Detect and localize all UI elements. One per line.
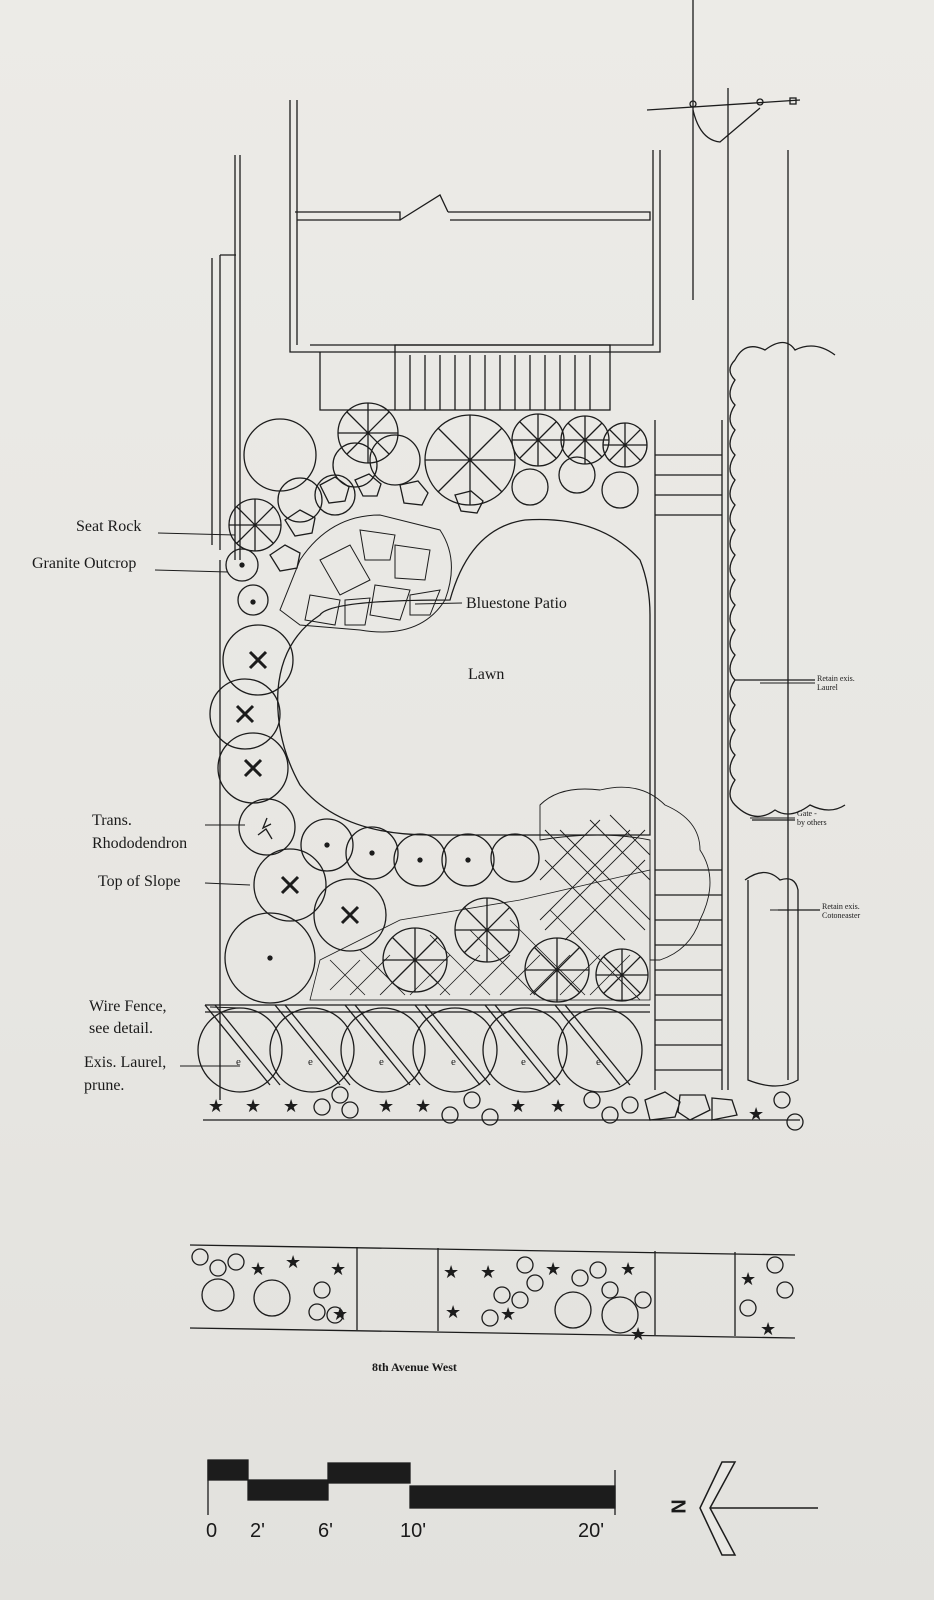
front-border-plants: ★ ★ ★ ★ ★ ★ ★ ★ bbox=[208, 1096, 764, 1125]
north-arrow bbox=[699, 1461, 818, 1556]
south-bed-shrubs bbox=[382, 897, 649, 1003]
label-lawn: Lawn bbox=[468, 666, 505, 683]
wire-fence-laurel-row bbox=[197, 1004, 650, 1093]
label-gate: Gate -by others bbox=[797, 809, 827, 827]
svg-text:★: ★ bbox=[480, 1262, 496, 1283]
west-boundary bbox=[203, 155, 800, 1121]
svg-text:★: ★ bbox=[630, 1324, 646, 1345]
north-planting bbox=[228, 402, 648, 572]
svg-text:★: ★ bbox=[443, 1262, 459, 1283]
label-leaders bbox=[154, 532, 820, 1067]
svg-text:e: e bbox=[596, 1056, 601, 1068]
svg-text:e: e bbox=[521, 1056, 526, 1068]
scale-tick-6: 6' bbox=[318, 1520, 333, 1542]
svg-text:★: ★ bbox=[545, 1259, 561, 1280]
svg-text:e: e bbox=[379, 1056, 384, 1068]
svg-text:★: ★ bbox=[748, 1104, 764, 1125]
label-exis-laurel: Exis. Laurel, bbox=[84, 1054, 167, 1071]
scale-tick-2: 2' bbox=[250, 1520, 265, 1542]
label-retain-cotoneaster: Retain exis.Cotoneaster bbox=[822, 902, 861, 920]
scale-tick-0: 0 bbox=[206, 1520, 218, 1542]
label-seat-rock: Seat Rock bbox=[76, 518, 142, 535]
street-strip-stars: ★★★ ★★★ ★★★ ★★★ ★ bbox=[250, 1252, 776, 1345]
label-prune: prune. bbox=[84, 1077, 125, 1094]
house-outline bbox=[289, 0, 801, 353]
north-letter: N bbox=[666, 1499, 689, 1514]
label-see-detail: see detail. bbox=[89, 1020, 153, 1037]
west-x-shrubs bbox=[209, 624, 387, 952]
lawn-edge-shrubs bbox=[224, 818, 540, 1004]
svg-text:★: ★ bbox=[445, 1302, 461, 1323]
fern-bed bbox=[539, 786, 711, 961]
svg-text:★: ★ bbox=[620, 1259, 636, 1280]
label-bluestone-patio: Bluestone Patio bbox=[466, 595, 567, 612]
svg-text:e: e bbox=[308, 1056, 313, 1068]
scale-tick-20: 20' bbox=[578, 1520, 605, 1542]
svg-text:★: ★ bbox=[550, 1096, 566, 1117]
svg-text:★: ★ bbox=[415, 1096, 431, 1117]
lawn-outline bbox=[277, 518, 651, 836]
label-trans: Trans. bbox=[92, 812, 132, 829]
east-walkway bbox=[654, 88, 789, 1090]
label-retain-laurel: Retain exis.Laurel bbox=[817, 674, 855, 692]
front-border-flowers bbox=[313, 1086, 804, 1131]
svg-text:★: ★ bbox=[283, 1096, 299, 1117]
svg-text:★: ★ bbox=[510, 1096, 526, 1117]
granite-outcrop-circle bbox=[237, 584, 269, 616]
scale-bar bbox=[207, 1459, 616, 1515]
svg-text:e: e bbox=[236, 1056, 241, 1068]
stone-steps bbox=[644, 1091, 738, 1121]
svg-text:★: ★ bbox=[208, 1096, 224, 1117]
svg-text:★: ★ bbox=[740, 1269, 756, 1290]
label-top-of-slope: Top of Slope bbox=[98, 873, 181, 890]
svg-text:★: ★ bbox=[760, 1319, 776, 1340]
svg-text:★: ★ bbox=[378, 1096, 394, 1117]
scale-tick-10: 10' bbox=[400, 1520, 427, 1542]
house-steps bbox=[319, 344, 611, 411]
svg-text:★: ★ bbox=[245, 1096, 261, 1117]
svg-text:★: ★ bbox=[250, 1259, 266, 1280]
label-wire-fence: Wire Fence, bbox=[89, 998, 167, 1015]
svg-text:★: ★ bbox=[332, 1304, 348, 1325]
label-street-name: 8th Avenue West bbox=[372, 1360, 457, 1374]
bluestone-patio bbox=[279, 514, 452, 633]
svg-text:★: ★ bbox=[330, 1259, 346, 1280]
street-planting-strip bbox=[189, 1244, 796, 1339]
groundcover-hatch bbox=[309, 869, 651, 1001]
label-rhododendron: Rhododendron bbox=[92, 835, 188, 852]
svg-text:★: ★ bbox=[500, 1304, 516, 1325]
granite-outcrop-circle bbox=[225, 548, 259, 582]
svg-text:e: e bbox=[451, 1056, 456, 1068]
label-granite-outcrop: Granite Outcrop bbox=[32, 555, 137, 572]
svg-text:★: ★ bbox=[285, 1252, 301, 1273]
